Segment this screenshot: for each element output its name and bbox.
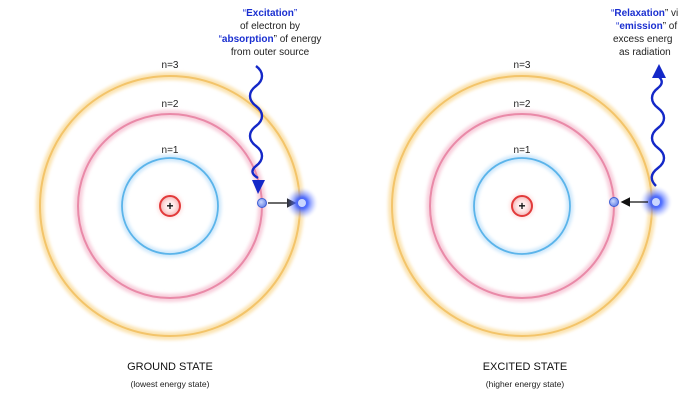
- excited-state-subtitle: (higher energy state): [486, 379, 565, 389]
- excitation-note-line4: from outer source: [231, 47, 310, 58]
- excitation-note-line2: of electron by: [240, 21, 300, 32]
- nucleus-left: +: [157, 193, 183, 219]
- outgoing-photon-arrowhead-icon: [652, 64, 666, 78]
- nucleus-body: [511, 195, 533, 217]
- nucleus-plus-icon: +: [166, 199, 173, 213]
- ground-state-subtitle: (lowest energy state): [131, 379, 210, 389]
- nucleus-right: +: [509, 193, 535, 219]
- label-n2-left: n=2: [162, 99, 179, 110]
- excitation-note: “Excitation” of electron by “absorption”…: [219, 8, 322, 58]
- excited-state-atom: + n=3 n=2 n=1: [388, 60, 673, 340]
- excited-electron-core: [298, 199, 306, 207]
- incoming-photon-arrowhead-icon: [252, 180, 265, 194]
- excited-electron-core: [652, 198, 660, 206]
- excited-state-title: EXCITED STATE: [483, 361, 568, 373]
- label-n3-right: n=3: [514, 60, 531, 71]
- shell-n1-left: [118, 154, 222, 258]
- label-n2-right: n=2: [514, 99, 531, 110]
- relaxation-note-line4: as radiation: [619, 47, 671, 58]
- incoming-photon-wave-icon: [248, 65, 264, 180]
- relaxation-note: “Relaxation” vi “emission” of excess ene…: [611, 8, 678, 58]
- label-n3-left: n=3: [162, 60, 179, 71]
- outgoing-photon-wave-icon: [650, 75, 666, 187]
- electron-ground-icon: [257, 198, 267, 208]
- relaxation-note-line3: excess energ: [613, 34, 672, 45]
- excitation-note-line1: “Excitation”: [243, 8, 297, 19]
- relaxation-note-line1: “Relaxation” vi: [611, 8, 678, 19]
- ground-state-title: GROUND STATE: [127, 361, 213, 373]
- shell-n1-right: [470, 154, 574, 258]
- shell-n1-ring: [121, 157, 219, 255]
- label-n1-right: n=1: [514, 145, 531, 156]
- nucleus-body: [159, 195, 181, 217]
- electron-relaxed-icon: [609, 197, 619, 207]
- relaxation-note-line2: “emission” of: [616, 21, 677, 32]
- ground-state-atom: + n=3 n=2 n=1: [36, 60, 319, 340]
- excitation-note-line3: “absorption” of energy: [219, 34, 322, 45]
- label-n1-left: n=1: [162, 145, 179, 156]
- shell-n1-ring: [473, 157, 571, 255]
- nucleus-plus-icon: +: [518, 199, 525, 213]
